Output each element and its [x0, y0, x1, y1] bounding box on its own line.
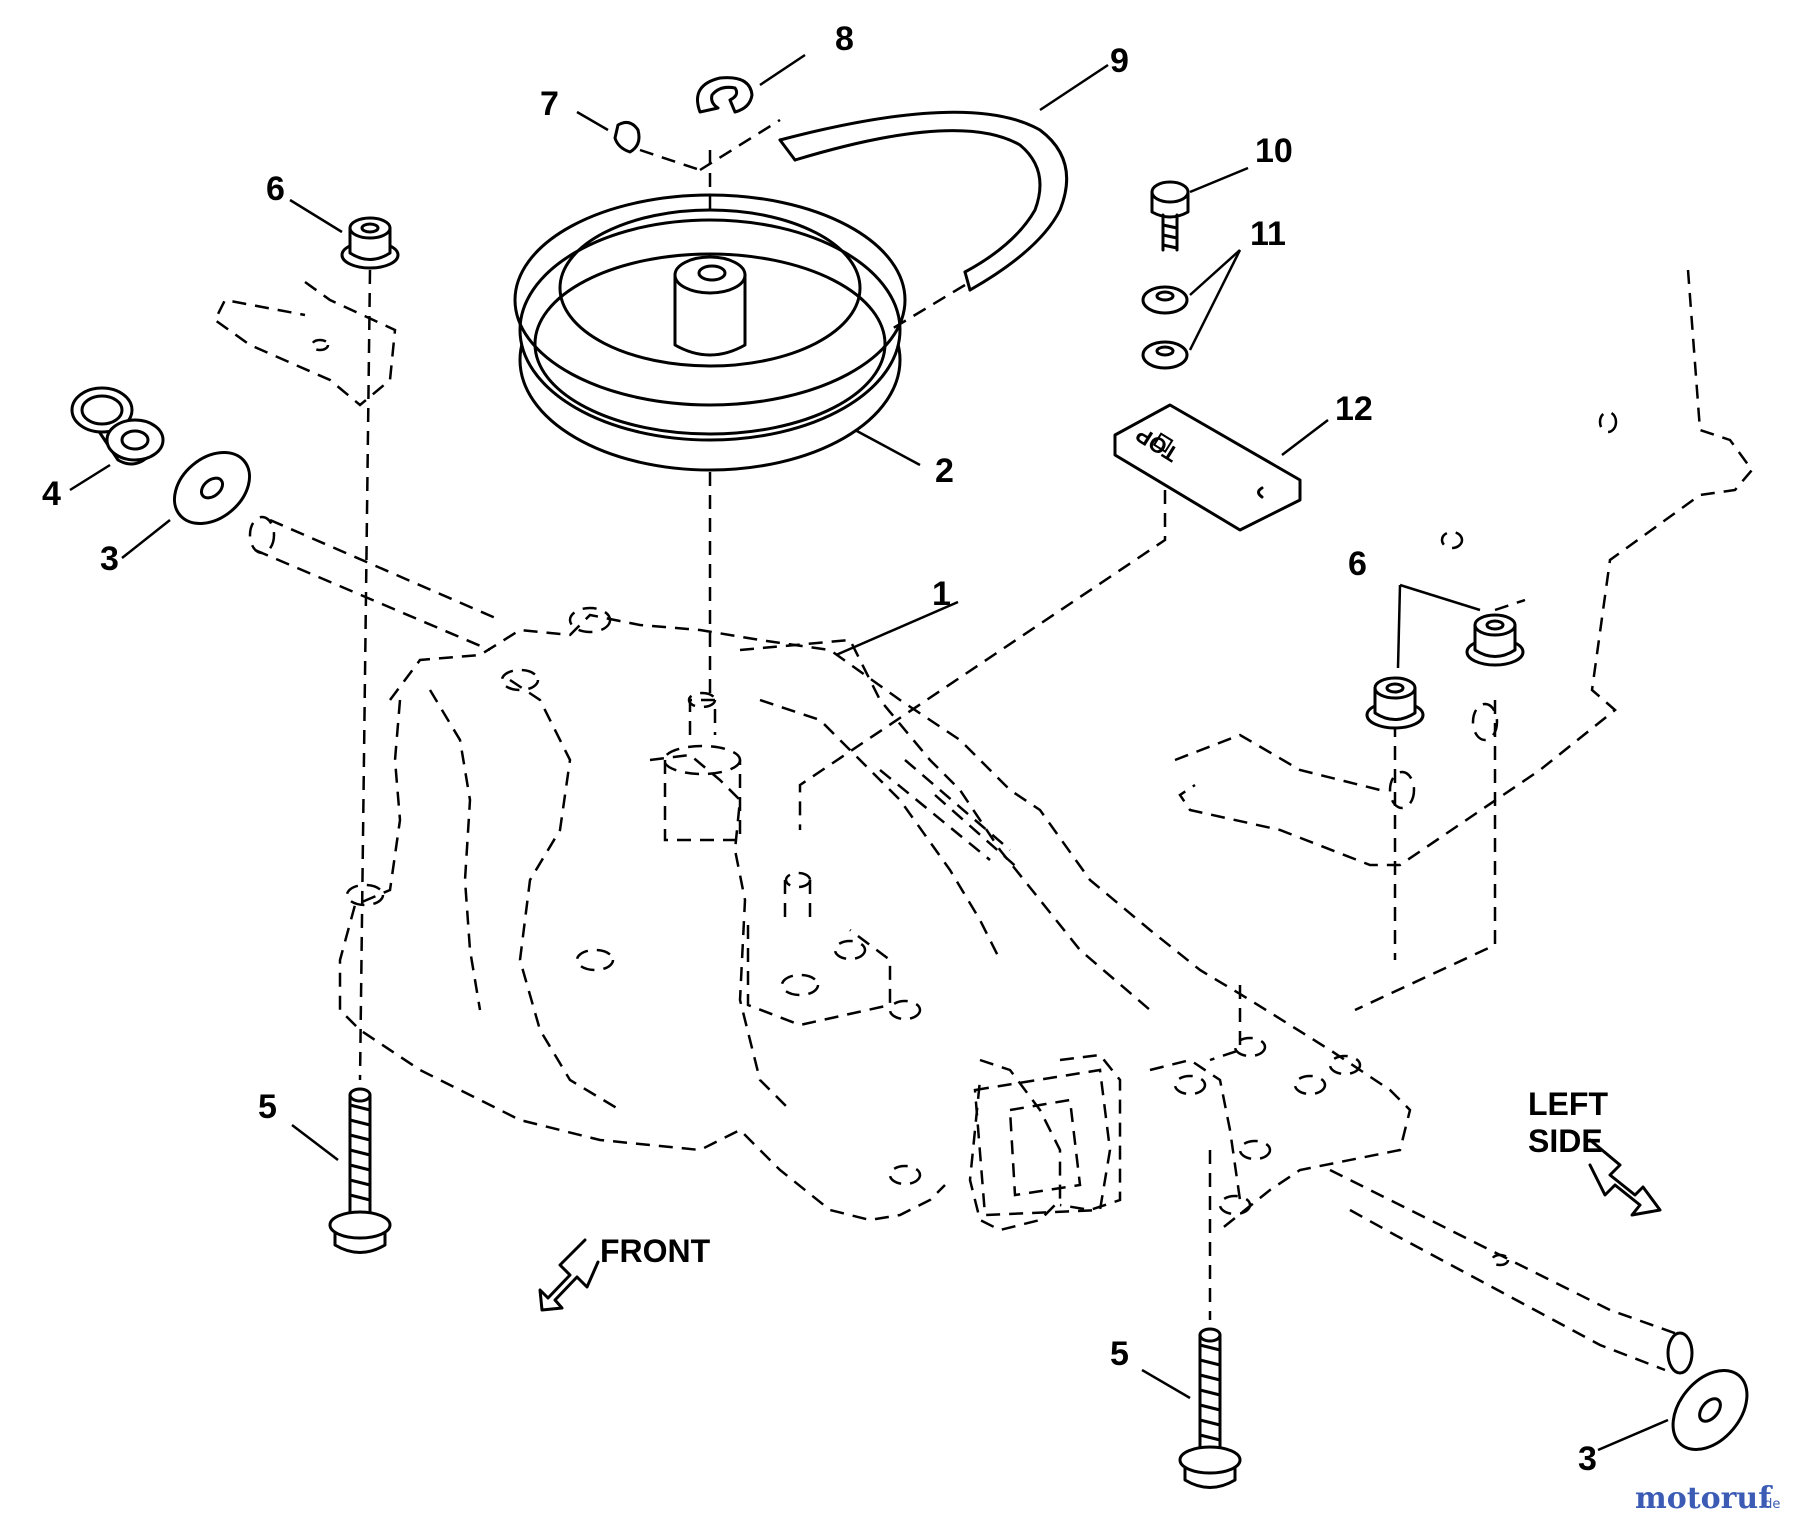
bolt-part-5-left: [328, 1087, 392, 1254]
left-side-indicator: LEFT SIDE: [1528, 1086, 1662, 1217]
callout-leaders: [69, 53, 1669, 1452]
watermark-suffix: .de: [1760, 1497, 1780, 1512]
assembly-guide-lines: [358, 118, 1526, 1320]
pulley-part-2: [513, 193, 907, 472]
left-side-arrow-icon: [1588, 1138, 1662, 1217]
flange-nut-part-6-right-a: [1365, 676, 1425, 730]
callout-5-left: 5: [258, 1088, 277, 1126]
front-indicator: FRONT: [538, 1233, 711, 1312]
callout-10: 10: [1255, 132, 1293, 170]
callout-1: 1: [932, 575, 951, 613]
flange-nut-part-6-left: [340, 216, 400, 270]
callout-12: 12: [1335, 390, 1373, 428]
transaxle-housing: [338, 606, 1412, 1232]
plate-part-12: TOP: [1113, 403, 1302, 532]
watermark-brand: motoruf: [1635, 1481, 1773, 1516]
right-axle-shaft: [1329, 1168, 1694, 1375]
callout-9: 9: [1110, 42, 1129, 80]
callout-6-left: 6: [266, 170, 285, 208]
washer-part-3-right: [1671, 1369, 1749, 1451]
callout-7: 7: [540, 85, 559, 123]
callout-2: 2: [935, 452, 954, 490]
left-label-line1: LEFT: [1528, 1086, 1608, 1122]
callout-3-left: 3: [100, 540, 119, 578]
washer-part-3-left: [172, 451, 252, 525]
spacer-part-4: [70, 386, 165, 466]
washers-part-11: [1141, 285, 1189, 370]
left-frame-bracket: [213, 280, 397, 407]
front-arrow-icon: [538, 1238, 600, 1312]
e-ring-part-8: [696, 76, 754, 114]
callout-4: 4: [42, 475, 61, 513]
front-label: FRONT: [600, 1233, 711, 1269]
bolt-part-5-right: [1178, 1327, 1242, 1489]
right-frame-bracket: [1174, 269, 1754, 867]
callout-5-right: 5: [1110, 1335, 1129, 1373]
left-axle-shaft: [248, 515, 501, 652]
bolt-part-10: [1150, 180, 1190, 252]
callout-11: 11: [1250, 215, 1286, 253]
callout-8: 8: [835, 20, 854, 58]
callout-3-right: 3: [1578, 1440, 1597, 1478]
watermark: motoruf .de: [1635, 1481, 1780, 1516]
callout-labels: 1 2 3 3 4 5 5 6 6 7 8 9 10 11 12: [42, 20, 1597, 1478]
flange-nut-part-6-right-b: [1465, 613, 1525, 667]
key-part-7: [613, 120, 641, 154]
callout-6-right: 6: [1348, 545, 1367, 583]
belt-part-9: [778, 110, 1069, 332]
